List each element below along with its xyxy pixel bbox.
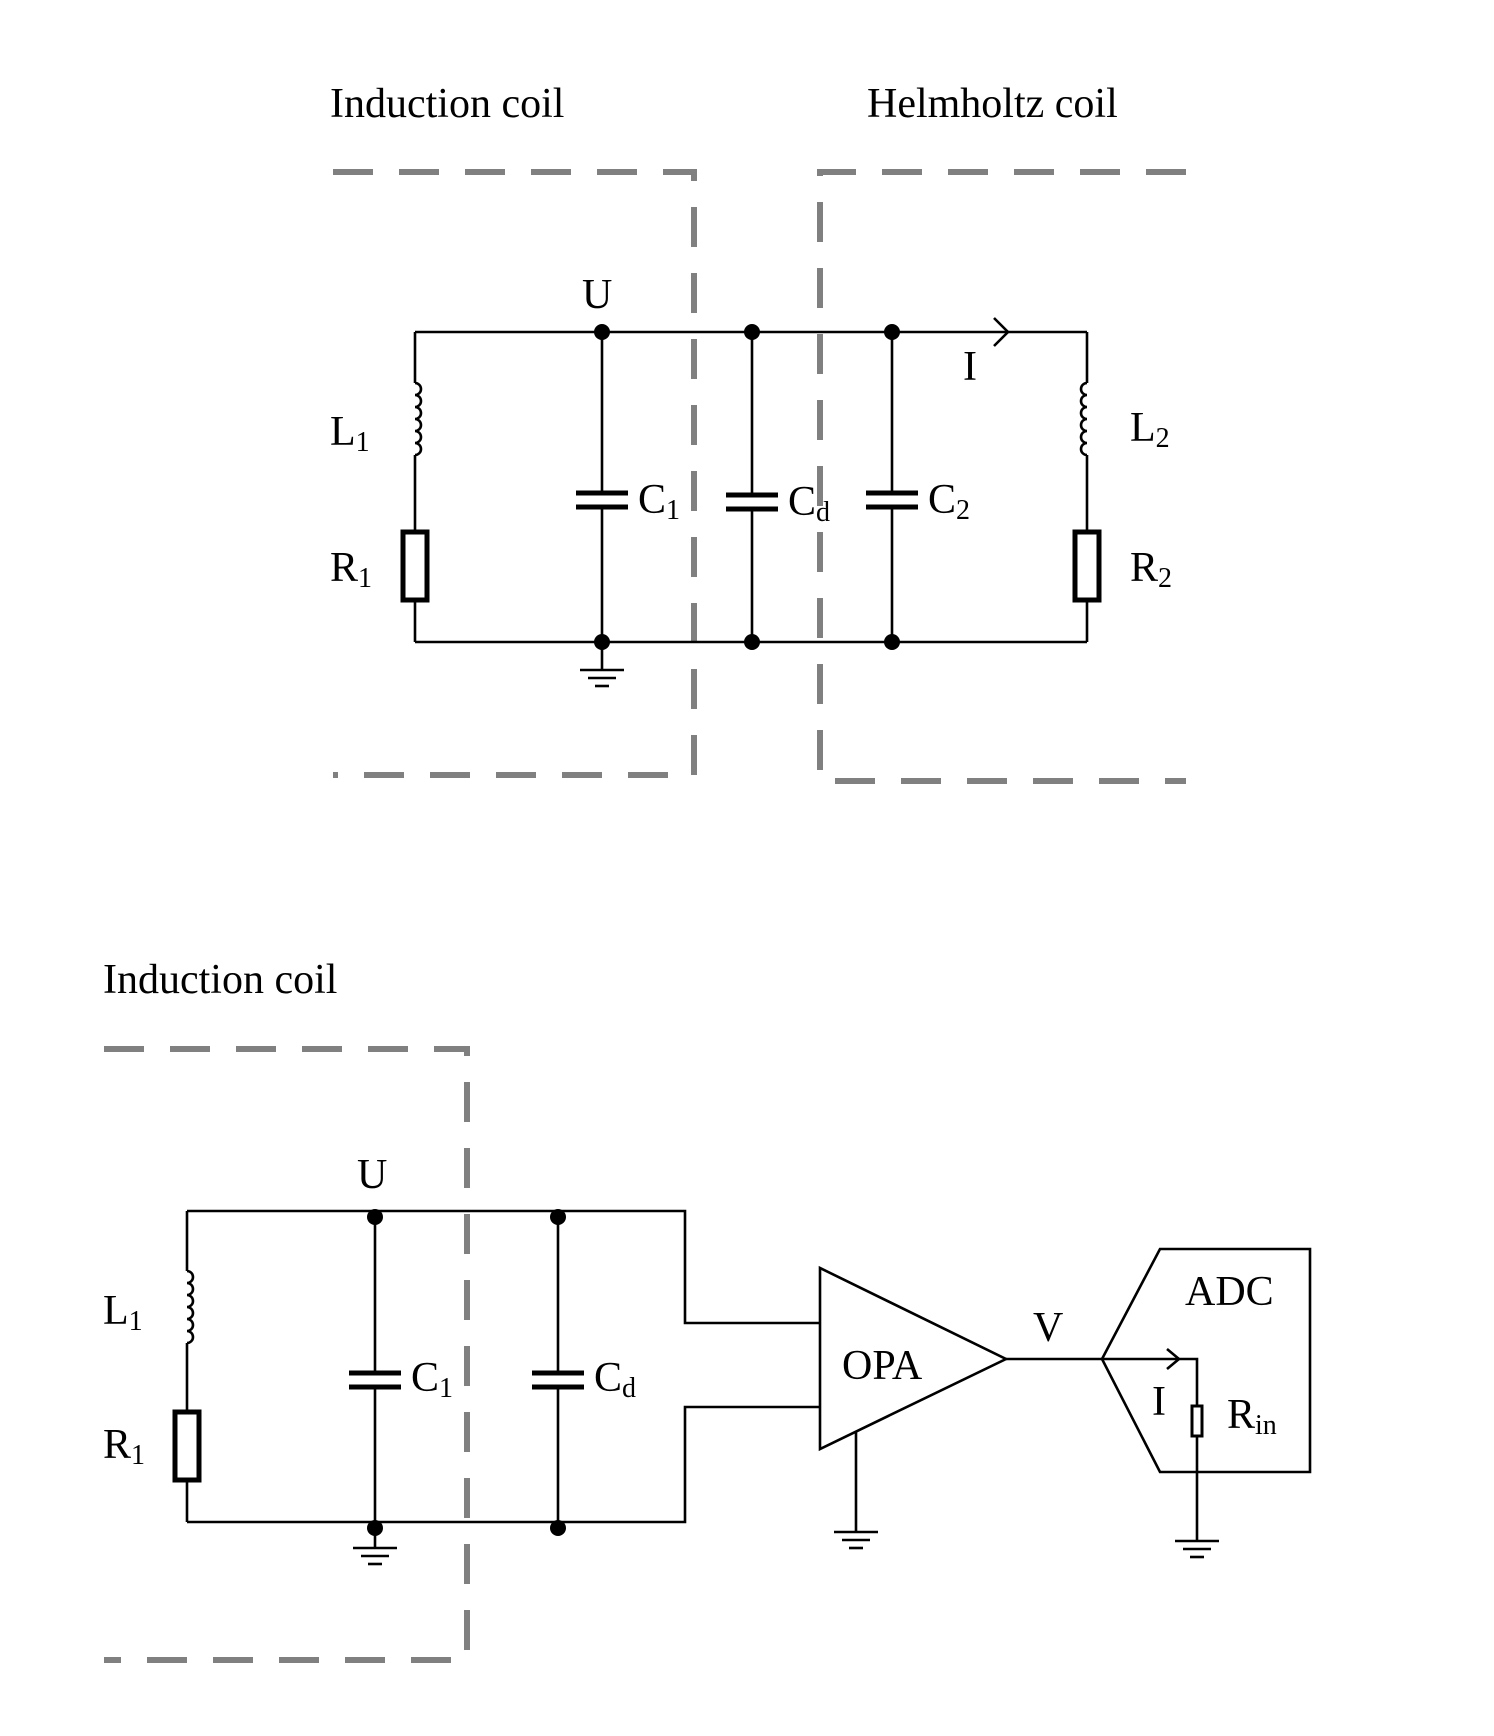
top-l2-label: L2 bbox=[1130, 405, 1170, 454]
bottom-capacitor-cd bbox=[532, 1211, 584, 1522]
opa-ground-symbol bbox=[834, 1432, 878, 1550]
opa-amplifier bbox=[818, 1265, 1009, 1452]
output-v-label: V bbox=[1033, 1305, 1063, 1351]
top-capacitor-cd bbox=[726, 332, 778, 642]
bottom-ground-symbol bbox=[353, 1528, 397, 1566]
bottom-circuit: Induction coil L1 R1 C1 Cd bbox=[103, 957, 1312, 1663]
top-l1-label: L1 bbox=[330, 409, 370, 458]
top-ground-symbol bbox=[580, 642, 624, 688]
top-r2-label: R2 bbox=[1130, 545, 1172, 594]
top-circuit: Induction coil Helmholtz coil L1 R1 C1 bbox=[330, 81, 1186, 784]
bottom-inductor-l1 bbox=[185, 1211, 195, 1412]
rin-resistor bbox=[1190, 1404, 1204, 1438]
bottom-current-arrow bbox=[1166, 1348, 1182, 1370]
top-inductor-l1 bbox=[413, 332, 423, 532]
helmholtz-coil-box bbox=[817, 169, 1186, 784]
top-node-u-label: U bbox=[582, 272, 612, 318]
top-current-arrow bbox=[993, 317, 1010, 347]
induction-coil-box-top bbox=[333, 169, 697, 778]
junction-dot bbox=[367, 1209, 383, 1225]
bottom-current-label: I bbox=[1152, 1379, 1166, 1425]
bottom-l1-label: L1 bbox=[103, 1288, 143, 1337]
top-capacitor-c1 bbox=[576, 332, 628, 642]
bottom-resistor-r1 bbox=[172, 1409, 202, 1483]
junction-dot bbox=[594, 324, 610, 340]
bottom-node-u-label: U bbox=[357, 1152, 387, 1198]
bottom-c1-label: C1 bbox=[411, 1355, 453, 1404]
junction-dot bbox=[744, 634, 760, 650]
junction-dot bbox=[550, 1520, 566, 1536]
junction-dot bbox=[884, 324, 900, 340]
top-c2-label: C2 bbox=[928, 477, 970, 526]
adc-block bbox=[1100, 1247, 1312, 1474]
top-current-label: I bbox=[963, 344, 977, 390]
junction-dot bbox=[550, 1209, 566, 1225]
adc-internal-wire bbox=[1102, 1357, 1199, 1406]
bottom-top-rail bbox=[187, 1209, 820, 1325]
top-cd-label: Cd bbox=[788, 479, 830, 528]
bottom-r1-label: R1 bbox=[103, 1422, 145, 1471]
bottom-capacitor-c1 bbox=[349, 1211, 401, 1522]
top-r1-label: R1 bbox=[330, 545, 372, 594]
bottom-bottom-rail bbox=[187, 1405, 820, 1524]
induction-coil-box-bottom bbox=[104, 1046, 470, 1663]
opa-label: OPA bbox=[842, 1343, 923, 1389]
top-resistor-r2 bbox=[1072, 529, 1102, 603]
junction-dot bbox=[884, 634, 900, 650]
helmholtz-coil-title: Helmholtz coil bbox=[867, 81, 1118, 127]
bottom-cd-label: Cd bbox=[594, 1355, 636, 1404]
top-inductor-l2 bbox=[1079, 332, 1089, 532]
adc-label: ADC bbox=[1185, 1269, 1274, 1315]
rin-label: Rin bbox=[1227, 1392, 1277, 1441]
top-resistor-r1 bbox=[400, 529, 430, 603]
top-c1-label: C1 bbox=[638, 477, 680, 526]
top-capacitor-c2 bbox=[866, 332, 918, 642]
induction-coil-title-bottom: Induction coil bbox=[103, 957, 337, 1003]
induction-coil-title-top: Induction coil bbox=[330, 81, 564, 127]
adc-ground-symbol bbox=[1175, 1436, 1219, 1559]
junction-dot bbox=[744, 324, 760, 340]
